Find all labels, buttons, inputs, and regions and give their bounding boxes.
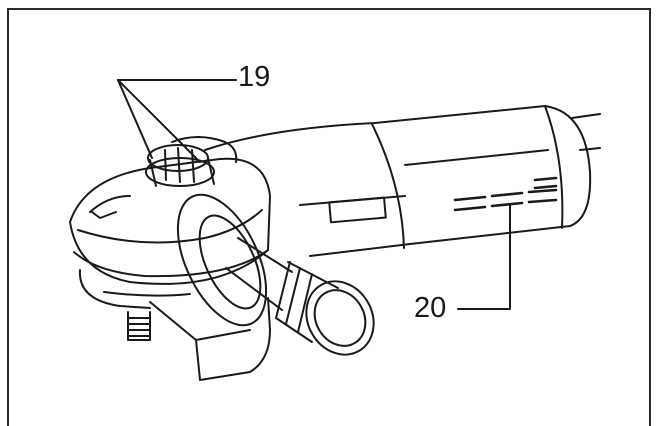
motor-housing bbox=[204, 105, 592, 257]
wheel-guard bbox=[78, 269, 271, 381]
callout-19: 19 bbox=[238, 61, 271, 93]
spindle-shaft bbox=[127, 311, 151, 341]
spindle-lock bbox=[145, 136, 238, 187]
leader-line-20 bbox=[457, 204, 511, 310]
gear-head bbox=[69, 157, 271, 285]
side-handle bbox=[176, 193, 375, 356]
air-vent bbox=[453, 176, 558, 212]
power-cord bbox=[571, 113, 601, 151]
callout-20: 20 bbox=[414, 292, 447, 324]
leader-line-19 bbox=[117, 79, 237, 163]
figure-frame bbox=[7, 8, 651, 426]
